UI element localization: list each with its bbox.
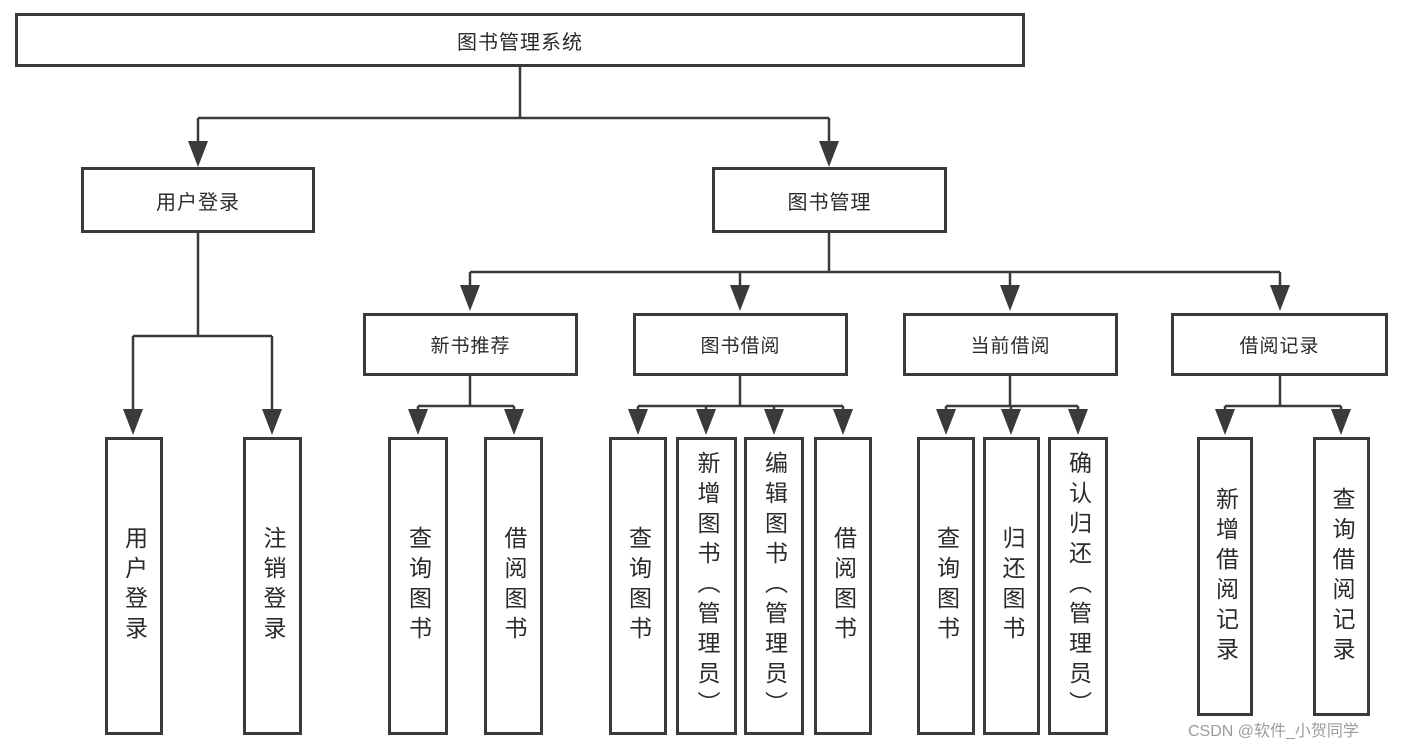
- leaf-query-borrow-record: 查询借阅记录: [1313, 437, 1370, 716]
- node-user-login: 用户登录: [81, 167, 315, 233]
- leaf-confirm-return-admin: 确认归还（管理员）: [1048, 437, 1108, 735]
- tree-edges: [131, 67, 1343, 418]
- node-new-book-recommendation: 新书推荐: [363, 313, 578, 376]
- leaf-borrow-books-recommend: 借阅图书: [484, 437, 543, 735]
- leaf-borrow-books-borrowing: 借阅图书: [814, 437, 872, 735]
- node-book-borrowing: 图书借阅: [633, 313, 848, 376]
- arrow-down-icons: [123, 141, 1351, 435]
- leaf-add-books-admin: 新增图书（管理员）: [676, 437, 737, 735]
- node-borrowing-records: 借阅记录: [1171, 313, 1388, 376]
- leaf-return-books: 归还图书: [983, 437, 1040, 735]
- leaf-add-borrow-record: 新增借阅记录: [1197, 437, 1253, 716]
- node-library-system: 图书管理系统: [15, 13, 1025, 67]
- node-current-borrowing: 当前借阅: [903, 313, 1118, 376]
- leaf-user-login: 用户登录: [105, 437, 163, 735]
- node-book-management: 图书管理: [712, 167, 947, 233]
- leaf-logout: 注销登录: [243, 437, 302, 735]
- watermark-text: CSDN @软件_小贺同学: [1188, 723, 1359, 740]
- leaf-query-books-current: 查询图书: [917, 437, 975, 735]
- leaf-query-books-borrowing: 查询图书: [609, 437, 667, 735]
- leaf-query-books-recommend: 查询图书: [388, 437, 448, 735]
- leaf-edit-books-admin: 编辑图书（管理员）: [744, 437, 804, 735]
